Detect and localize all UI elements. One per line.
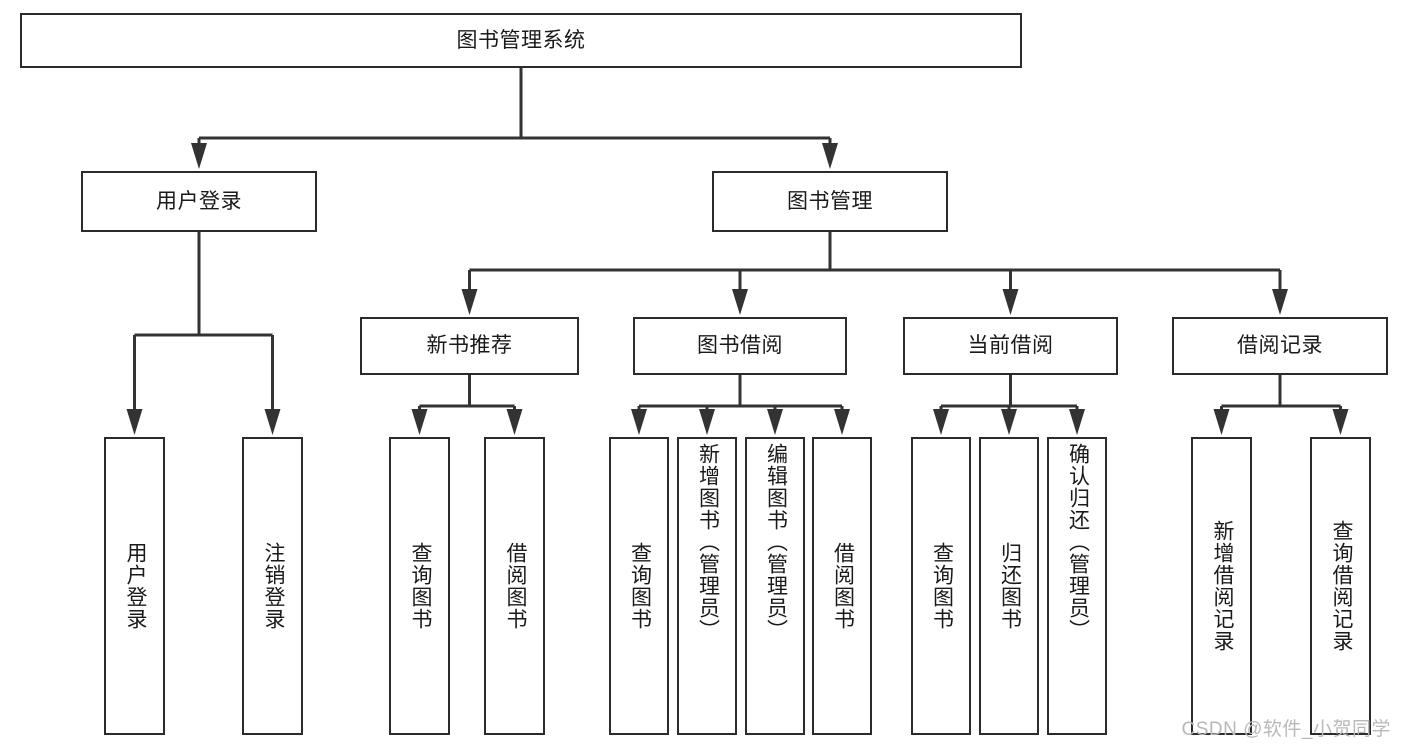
node-label: 图书管理 — [787, 189, 873, 213]
node-leaf-bb-borrow[interactable]: 借阅图书 — [812, 437, 872, 735]
node-leaf-cb-query[interactable]: 查询图书 — [911, 437, 971, 735]
node-label: 借阅图书 — [831, 542, 855, 630]
node-leaf-rec-add[interactable]: 新增借阅记录 — [1191, 437, 1252, 735]
csdn-watermark: CSDN @软件_小贺同学 — [1181, 719, 1391, 740]
node-label: 新增图书（管理员） — [696, 443, 720, 641]
node-label: 归还图书 — [998, 542, 1022, 630]
node-l2-current[interactable]: 当前借阅 — [903, 317, 1118, 375]
node-label: 图书管理系统 — [456, 28, 586, 52]
node-label: 新书推荐 — [426, 334, 513, 358]
node-root[interactable]: 图书管理系统 — [20, 13, 1022, 68]
node-label: 用户登录 — [123, 542, 147, 630]
node-leaf-nb-borrow[interactable]: 借阅图书 — [484, 437, 545, 735]
node-l2-record[interactable]: 借阅记录 — [1172, 317, 1388, 375]
node-label: 编辑图书（管理员） — [764, 443, 788, 641]
node-label: 查询借阅记录 — [1329, 520, 1353, 652]
node-label: 查询图书 — [408, 542, 432, 630]
node-l1-user-login[interactable]: 用户登录 — [81, 171, 317, 232]
node-label: 查询图书 — [930, 542, 954, 630]
node-leaf-nb-query[interactable]: 查询图书 — [389, 437, 450, 735]
node-label: 用户登录 — [156, 189, 242, 213]
node-l2-new-book[interactable]: 新书推荐 — [360, 317, 579, 375]
node-label: 借阅图书 — [503, 542, 527, 630]
node-label: 图书借阅 — [697, 334, 783, 358]
node-label: 查询图书 — [628, 542, 652, 630]
node-leaf-cb-confirm[interactable]: 确认归还（管理员） — [1047, 437, 1107, 735]
node-label: 注销登录 — [261, 542, 285, 630]
node-leaf-rec-query[interactable]: 查询借阅记录 — [1310, 437, 1371, 735]
node-label: 借阅记录 — [1237, 334, 1323, 358]
node-l2-borrow[interactable]: 图书借阅 — [633, 317, 847, 375]
node-label: 新增借阅记录 — [1210, 520, 1234, 652]
node-leaf-cb-return[interactable]: 归还图书 — [979, 437, 1039, 735]
node-label: 确认归还（管理员） — [1066, 443, 1090, 641]
node-leaf-logout[interactable]: 注销登录 — [242, 437, 303, 735]
node-label: 当前借阅 — [967, 334, 1054, 358]
node-leaf-user-login[interactable]: 用户登录 — [104, 437, 165, 735]
node-leaf-bb-edit[interactable]: 编辑图书（管理员） — [745, 437, 805, 735]
node-leaf-bb-query[interactable]: 查询图书 — [609, 437, 669, 735]
node-l1-book-mgmt[interactable]: 图书管理 — [712, 171, 948, 232]
node-leaf-bb-add[interactable]: 新增图书（管理员） — [677, 437, 737, 735]
